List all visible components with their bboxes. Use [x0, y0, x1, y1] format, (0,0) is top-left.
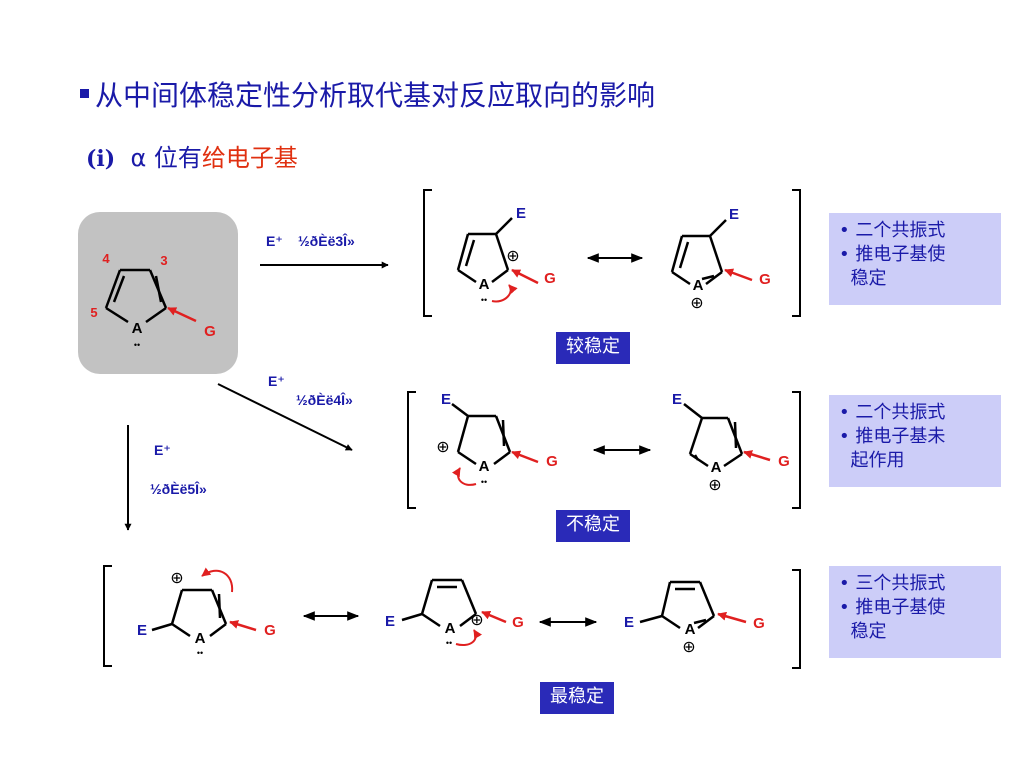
row2-s1-push-arrow	[511, 450, 539, 464]
path-3-reagent: E⁺	[266, 233, 283, 249]
note-bottom-line-3: 稳定	[839, 621, 887, 642]
row1-s2-push-arrow	[724, 268, 753, 282]
row2-s1-curved-arrow	[451, 467, 477, 486]
row3-s1-substituent: G	[264, 622, 276, 639]
bullet-icon	[80, 88, 89, 98]
note-top-line-3: 稳定	[839, 268, 887, 289]
row1-structure-1: E A •• ⊕ G	[456, 205, 556, 305]
note-box-bottom: • 三个共振式 • 推电子基使 稳定	[829, 566, 1001, 658]
stability-label-top: 较稳定	[556, 332, 630, 364]
row3-s1-electrophile: E	[137, 622, 147, 639]
row3-s2-plus: ⊕	[470, 612, 483, 629]
row2-structure-2: E A ⊕ G	[672, 391, 790, 494]
row1-s2-electrophile: E	[729, 206, 739, 223]
page-title: 从中间体稳定性分析取代基对反应取向的影响	[80, 74, 655, 114]
note-box-middle: • 二个共振式 • 推电子基未 起作用	[829, 395, 1001, 487]
subtitle-middle: 位有	[153, 144, 202, 172]
row1-s1-lone-pair: ••	[481, 295, 487, 305]
ring-number-4: 4	[102, 251, 110, 266]
row3-brackets	[103, 565, 801, 669]
row1-s1-hetero: A	[479, 276, 490, 293]
note-box-top: • 二个共振式 • 推电子基使 稳定	[829, 213, 1001, 305]
row3-s3-hetero: A	[685, 621, 696, 638]
row1-structure-2: E A ⊕ G	[670, 206, 771, 312]
start-substituent: G	[204, 323, 216, 340]
row1-s2-substituent: G	[759, 271, 771, 288]
row1-s1-electrophile: E	[516, 205, 526, 222]
row2-s1-plus: ⊕	[436, 439, 449, 456]
path-3-label: ½ðÈë3Î»	[298, 232, 355, 249]
row3-s3-electrophile: E	[624, 614, 634, 631]
row1-s1-curved-arrow	[491, 284, 518, 303]
row3-s1-lone-pair: ••	[197, 648, 203, 658]
row1-brackets	[423, 189, 801, 317]
row2-s2-plus: ⊕	[708, 477, 721, 494]
subtitle-highlight: 给电子基	[201, 144, 298, 172]
note-bottom-line-2: • 推电子基使	[839, 597, 946, 618]
row2-s2-hetero: A	[711, 459, 722, 476]
stability-label-bottom: 最稳定	[540, 682, 614, 714]
row3-s1-curved-arrow	[201, 567, 234, 593]
start-molecule	[104, 268, 168, 324]
start-hetero: A	[132, 320, 143, 337]
note-middle-line-2: • 推电子基未	[839, 426, 946, 447]
row1-s2-plus: ⊕	[690, 295, 703, 312]
section-subtitle: (i) α 位有给电子基	[86, 138, 298, 173]
subtitle-index: (i)	[86, 146, 116, 172]
row3-s2-push-arrow	[481, 610, 507, 624]
note-top-line-1: • 二个共振式	[839, 220, 946, 241]
row2-s2-electrophile: E	[672, 391, 682, 408]
row2-brackets	[407, 391, 801, 509]
row3-s2-lone-pair: ••	[446, 638, 452, 648]
row3-s3-plus: ⊕	[682, 639, 695, 656]
row1-s1-substituent: G	[544, 270, 556, 287]
subtitle-alpha: α	[130, 144, 147, 172]
row3-s2-electrophile: E	[385, 613, 395, 630]
path-4-reagent: E⁺	[268, 373, 285, 389]
row3-structure-1: E A •• ⊕ G	[137, 567, 276, 658]
row2-structure-1: E A •• ⊕ G	[436, 391, 558, 487]
row3-structure-3: E A ⊕ G	[624, 580, 765, 656]
note-middle-line-1: • 二个共振式	[839, 402, 946, 423]
row3-s2-curved-arrow	[455, 629, 483, 646]
ring-number-5: 5	[90, 305, 97, 320]
path-4-label: ½ðÈë4Î»	[296, 391, 353, 408]
row3-s1-plus: ⊕	[170, 570, 183, 587]
page-title-text: 从中间体稳定性分析取代基对反应取向的影响	[95, 79, 656, 112]
row1-s1-plus: ⊕	[506, 248, 519, 265]
path-5-label: ½ðÈë5Î»	[150, 480, 207, 497]
stability-label-middle: 不稳定	[556, 510, 630, 542]
row3-structure-2: E A •• ⊕ G	[385, 578, 524, 648]
row3-s2-hetero: A	[445, 620, 456, 637]
row2-s2-push-arrow	[743, 450, 771, 462]
start-lone-pair: ••	[134, 340, 140, 350]
row2-s1-electrophile: E	[441, 391, 451, 408]
note-middle-line-3: 起作用	[839, 450, 905, 471]
ring-number-3: 3	[160, 253, 167, 268]
row2-s1-hetero: A	[479, 458, 490, 475]
row2-s1-substituent: G	[546, 453, 558, 470]
row1-s1-push-arrow	[511, 268, 539, 285]
start-push-arrow	[167, 306, 197, 323]
row3-s1-push-arrow	[229, 620, 257, 632]
row2-s2-substituent: G	[778, 453, 790, 470]
row2-s1-lone-pair: ••	[481, 477, 487, 487]
row3-s3-push-arrow	[717, 611, 747, 624]
note-top-line-2: • 推电子基使	[839, 244, 946, 265]
row3-s2-substituent: G	[512, 614, 524, 631]
path-4-arrow	[217, 383, 353, 451]
path-5-reagent: E⁺	[154, 442, 171, 458]
note-bottom-line-1: • 三个共振式	[839, 573, 946, 594]
row1-s2-hetero: A	[693, 277, 704, 294]
row3-s1-hetero: A	[195, 630, 206, 647]
row3-s3-substituent: G	[753, 615, 765, 632]
